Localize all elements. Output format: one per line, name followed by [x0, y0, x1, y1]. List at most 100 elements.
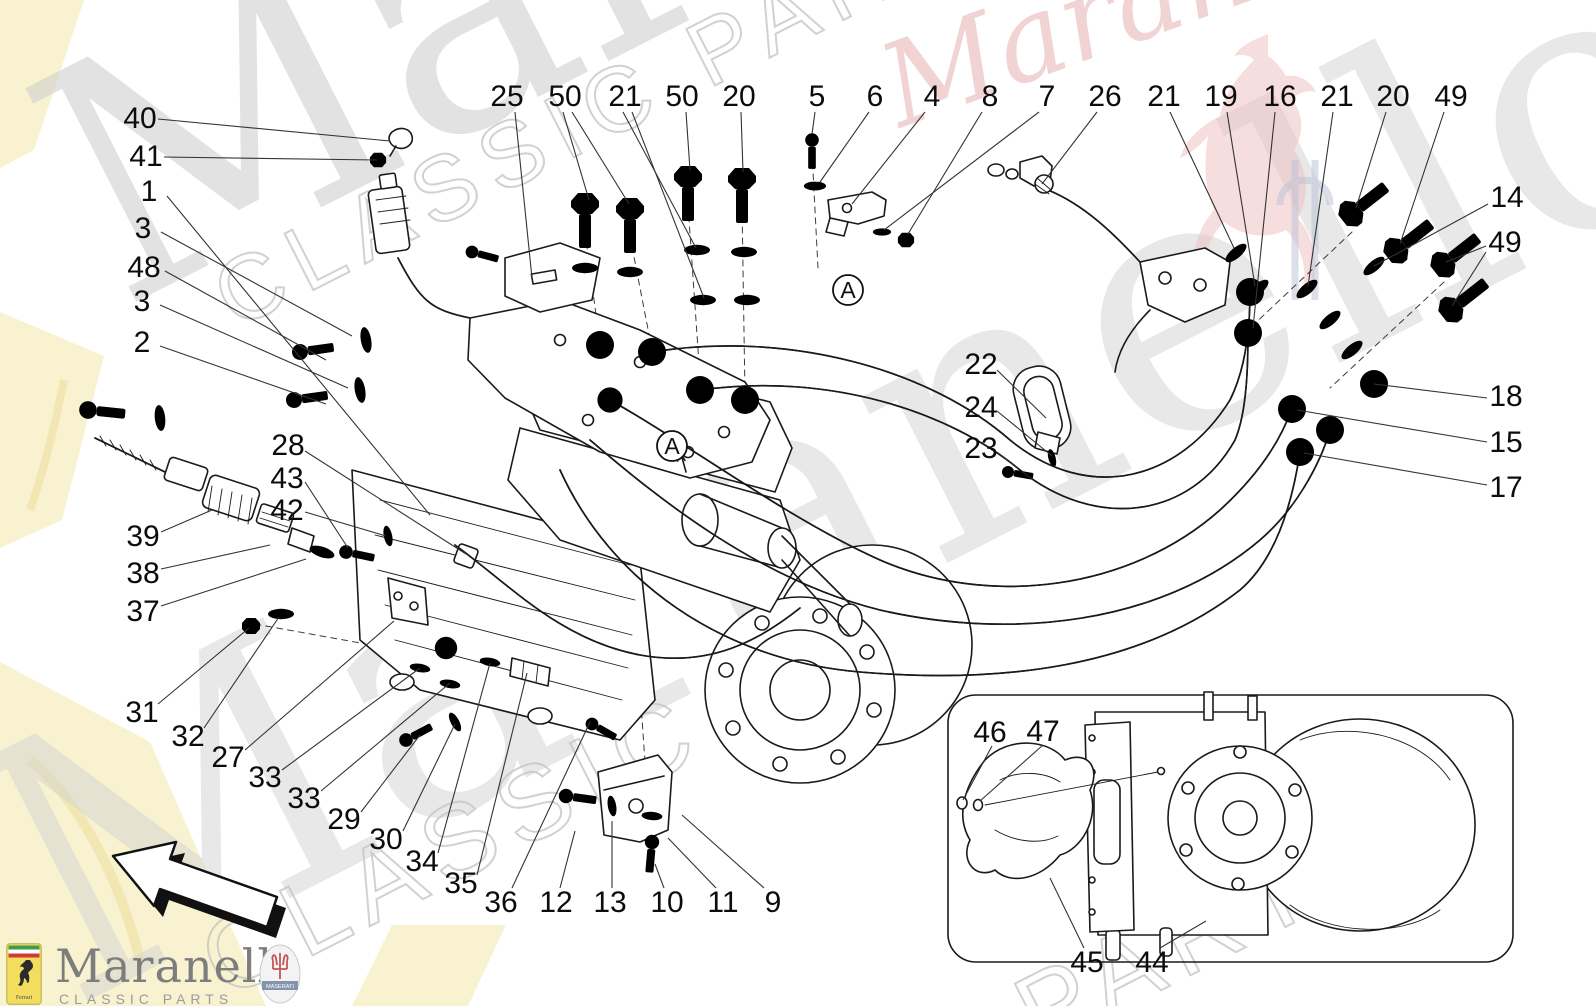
inset-heat-shield	[962, 742, 1095, 880]
part-number-39: 39	[126, 520, 159, 553]
leader-line	[1169, 111, 1235, 249]
part-number-37: 37	[126, 595, 159, 628]
leader-line	[160, 231, 353, 337]
part-number-23: 23	[964, 432, 997, 465]
leader-line	[1451, 251, 1487, 307]
part-number-22: 22	[964, 348, 997, 381]
part-number-49: 49	[1488, 226, 1521, 259]
part-number-38: 38	[126, 557, 159, 590]
leader-line	[996, 369, 1047, 419]
leader-line	[622, 111, 697, 249]
leader-line	[203, 616, 280, 729]
leader-line	[476, 672, 528, 876]
part-number-29: 29	[327, 803, 360, 836]
part-number-16: 16	[1263, 80, 1296, 113]
brand-name: Maranello	[55, 939, 302, 993]
ferrari-badge-text: Ferrari	[16, 995, 33, 1001]
arrow-body	[111, 840, 279, 929]
sensor-switch	[367, 172, 471, 319]
part-number-36: 36	[484, 886, 517, 919]
part-number-48: 48	[127, 251, 160, 284]
leader-line	[819, 111, 870, 183]
yellow-watermark-shape	[0, 312, 104, 548]
circled-letter	[832, 274, 864, 306]
leader-line	[1307, 111, 1334, 287]
part-number-12: 12	[539, 886, 572, 919]
part-number-13: 13	[593, 886, 626, 919]
leader-line	[1355, 111, 1387, 209]
leader-line	[962, 745, 993, 801]
leader-line	[685, 111, 691, 171]
part-number-3: 3	[135, 212, 152, 245]
part-number-11: 11	[707, 886, 738, 919]
part-number-17: 17	[1489, 471, 1522, 504]
leader-line	[996, 451, 1019, 469]
part-number-3: 3	[134, 285, 151, 318]
part-number-47: 47	[1026, 715, 1059, 748]
leader-line	[157, 118, 391, 142]
part-number-24: 24	[964, 391, 997, 424]
part-number-27: 27	[211, 741, 244, 774]
leader-line	[159, 345, 327, 405]
leader-line	[571, 111, 630, 205]
yellow-watermark-shape	[0, 0, 84, 168]
leader-line	[1226, 111, 1256, 287]
clutch-flange	[704, 544, 973, 784]
selector-bracket	[1114, 247, 1231, 373]
part-number-1: 1	[141, 175, 158, 208]
part-number-35: 35	[444, 867, 477, 900]
upper-bracket	[464, 242, 601, 313]
leader-line	[996, 410, 1053, 457]
yellow-watermark-stroke	[26, 756, 145, 962]
part-number-8: 8	[982, 80, 999, 113]
part-number-34: 34	[405, 845, 438, 878]
leader-line	[244, 620, 395, 751]
part-number-21: 21	[1320, 80, 1353, 113]
inset-gearbox	[956, 691, 1476, 961]
leader-line	[811, 111, 816, 135]
leader-line	[740, 111, 744, 173]
part-number-33: 33	[248, 761, 281, 794]
leader-line	[304, 450, 467, 555]
part-number-6: 6	[867, 80, 884, 113]
part-number-42: 42	[270, 494, 303, 527]
leader-line	[304, 511, 387, 537]
leader-line	[681, 814, 765, 889]
maserati-trident-watermark	[1276, 160, 1334, 300]
leader-line	[437, 662, 491, 854]
circled-letter-text: A	[840, 277, 856, 303]
part-number-9: 9	[765, 886, 782, 919]
leader-line	[163, 156, 378, 161]
yellow-watermark-shape	[352, 925, 506, 1006]
leader-line	[559, 830, 576, 889]
part-number-44: 44	[1135, 946, 1168, 979]
brand-subtitle: CLASSIC PARTS	[59, 991, 234, 1006]
yellow-watermark-shape	[0, 662, 266, 1006]
ferrari-horse-watermark	[1180, 34, 1316, 284]
circled-letter-text: A	[664, 433, 680, 459]
part-number-7: 7	[1039, 80, 1056, 113]
leader-line	[166, 195, 431, 516]
leader-line	[979, 744, 1044, 802]
part-number-45: 45	[1070, 946, 1103, 979]
leader-line	[1049, 877, 1085, 949]
lever-bracket-group	[803, 133, 915, 248]
leader-line	[160, 509, 213, 533]
leader-line	[511, 721, 591, 889]
leader-line	[883, 111, 1040, 231]
leader-line	[160, 544, 271, 570]
part-number-18: 18	[1489, 380, 1522, 413]
leader-line	[402, 723, 456, 832]
part-number-10: 10	[650, 886, 683, 919]
leader-line	[1373, 383, 1488, 399]
leader-line	[1303, 452, 1488, 486]
part-number-25: 25	[490, 80, 523, 113]
lower-left-small-parts	[242, 577, 551, 750]
yellow-watermark-stroke	[26, 379, 68, 512]
part-number-5: 5	[809, 80, 826, 113]
leader-line	[654, 863, 665, 889]
leader-line	[1445, 245, 1487, 263]
leader-line	[1399, 111, 1445, 245]
